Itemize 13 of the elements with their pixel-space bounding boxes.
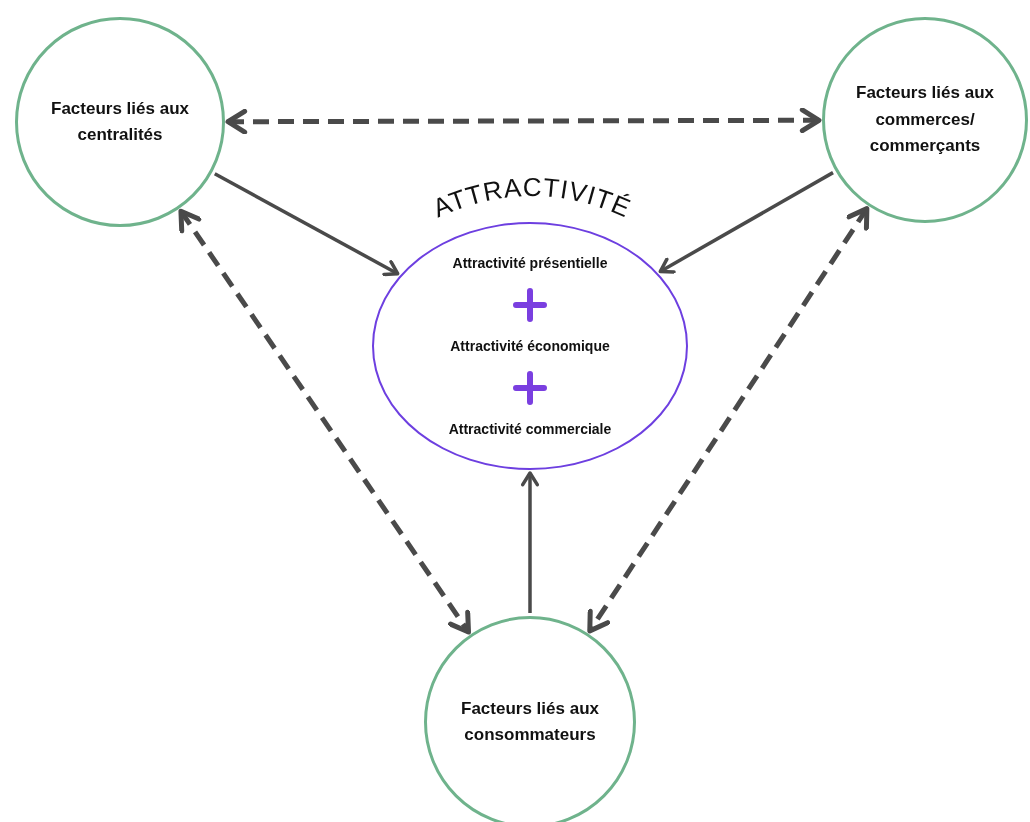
- arrow: [178, 208, 471, 635]
- node-text: Attractivité présentielle: [452, 253, 608, 273]
- node-text: Attractivité commerciale: [448, 419, 612, 439]
- arrow: [587, 206, 870, 634]
- arrow: [213, 172, 400, 277]
- arched-title: ATTRACTIVITÉ: [428, 171, 636, 224]
- node-text: Facteurs liés aux commerces/ commerçants: [855, 82, 995, 158]
- arrow: [658, 171, 834, 274]
- arrow: [225, 107, 822, 135]
- arrow: [520, 471, 540, 613]
- node-text: Facteurs liés aux consommateurs: [460, 697, 600, 746]
- node-text: Attractivité économique: [450, 336, 610, 356]
- node-text: Facteurs liés aux centralités: [50, 97, 190, 146]
